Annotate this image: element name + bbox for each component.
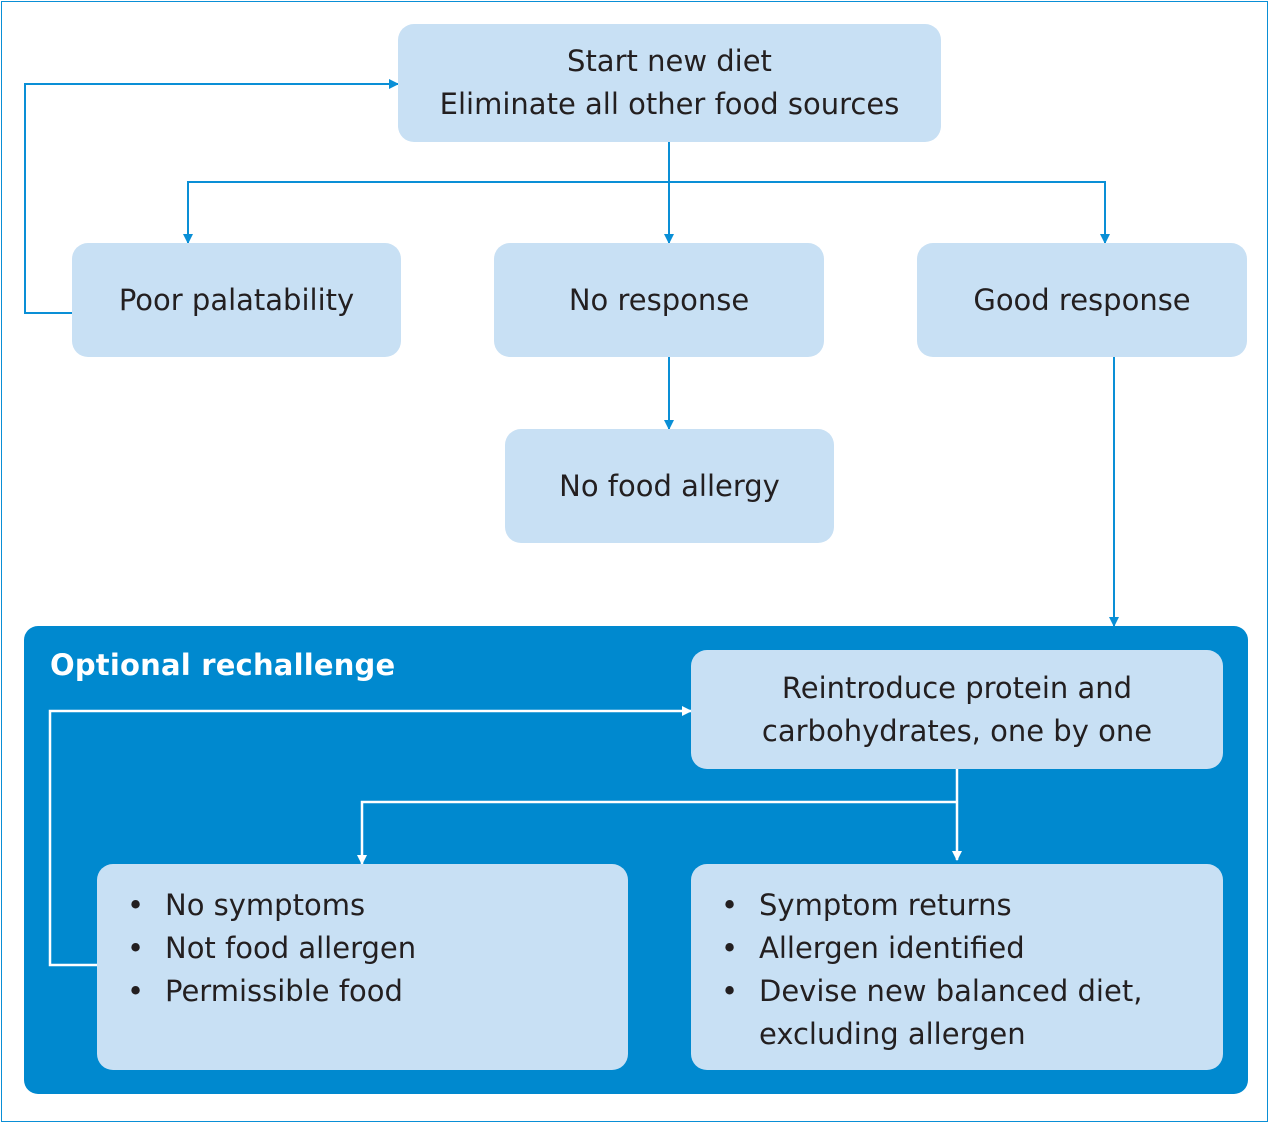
arrow-nosymptom-loop bbox=[48, 706, 692, 967]
reintroduce-box: Reintroduce protein and carbohydrates, o… bbox=[691, 650, 1223, 769]
list-item-continuation: excluding allergen bbox=[759, 1017, 1026, 1051]
arrow-poor-to-start bbox=[24, 79, 399, 314]
no-food-allergy-label: No food allergy bbox=[559, 468, 780, 503]
list-item: Allergen identified bbox=[717, 927, 1142, 970]
no-response-label: No response bbox=[568, 282, 750, 317]
poor-palatability-label: Poor palatability bbox=[118, 282, 355, 317]
start-line-2: Eliminate all other food sources bbox=[439, 87, 900, 121]
good-response-box: Good response bbox=[917, 243, 1247, 357]
list-item: Devise new balanced diet, bbox=[717, 970, 1142, 1013]
reintro-line-2: carbohydrates, one by one bbox=[761, 713, 1153, 748]
no-symptoms-box: No symptoms Not food allergen Permissibl… bbox=[97, 864, 628, 1070]
rechallenge-title: Optional rechallenge bbox=[50, 648, 396, 682]
no-symptoms-list: No symptoms Not food allergen Permissibl… bbox=[123, 884, 416, 1013]
arrow-branch-right bbox=[187, 181, 1110, 244]
list-item: No symptoms bbox=[123, 884, 416, 927]
start-line-1: Start new diet bbox=[567, 44, 772, 78]
no-food-allergy-box: No food allergy bbox=[505, 429, 834, 543]
list-item: Not food allergen bbox=[123, 927, 416, 970]
list-item: Symptom returns bbox=[717, 884, 1142, 927]
good-response-label: Good response bbox=[973, 282, 1191, 317]
no-response-box: No response bbox=[494, 243, 824, 357]
poor-palatability-box: Poor palatability bbox=[72, 243, 401, 357]
arrow-reintro-to-nosymptom bbox=[357, 800, 957, 865]
symptom-returns-box: Symptom returns Allergen identified Devi… bbox=[691, 864, 1223, 1070]
reintro-line-1: Reintroduce protein and bbox=[781, 670, 1133, 705]
list-item: Permissible food bbox=[123, 970, 416, 1013]
symptom-returns-list: Symptom returns Allergen identified Devi… bbox=[717, 884, 1142, 1056]
start-diet-box: Start new diet Eliminate all other food … bbox=[398, 24, 941, 142]
